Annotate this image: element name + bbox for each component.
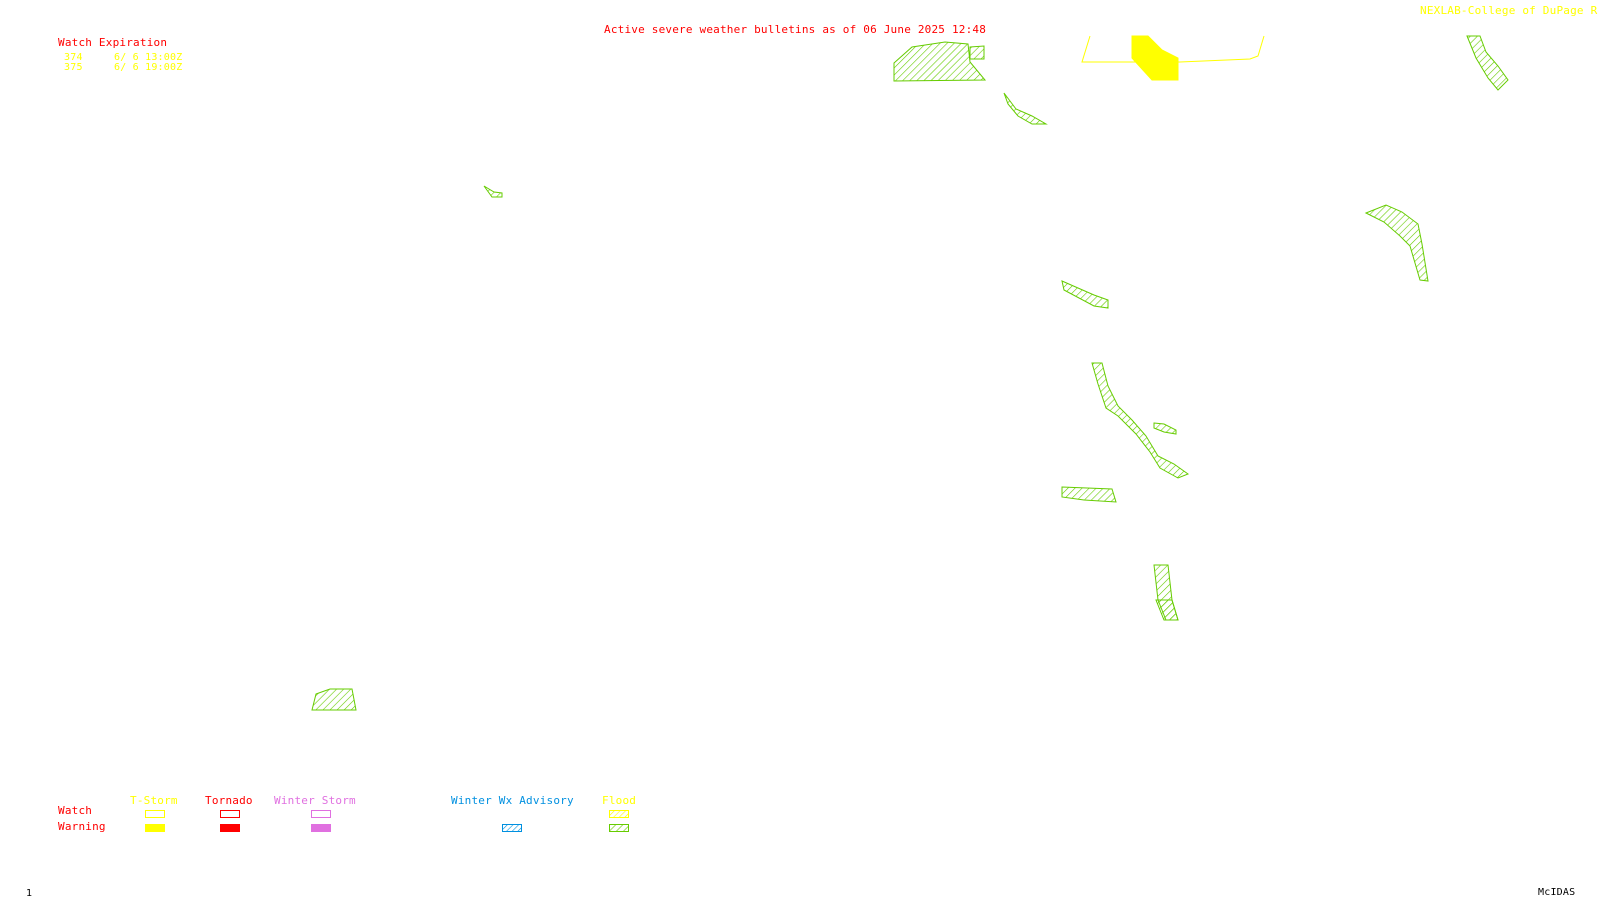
legend-winter-storm-warning-swatch xyxy=(311,824,331,832)
flood-warning-polygon xyxy=(1061,280,1109,309)
legend-tornado-warning-swatch xyxy=(220,824,240,832)
legend-winter-storm-watch-swatch xyxy=(311,810,331,818)
flood-warning-polygons xyxy=(311,35,1509,711)
tstorm-warning-polygon xyxy=(1131,35,1179,81)
legend-tstorm-watch-swatch xyxy=(145,810,165,818)
legend-row-warning: Warning xyxy=(58,820,106,833)
flood-warning-polygon xyxy=(969,45,985,60)
flood-warning-polygon xyxy=(1466,35,1509,91)
legend-winter-advisory-swatch xyxy=(502,824,522,832)
watch-expires: 6/ 6 19:00Z xyxy=(114,62,183,73)
legend-flood-warning-swatch xyxy=(609,824,629,832)
legend-tornado-watch-swatch xyxy=(220,810,240,818)
flood-warning-polygon xyxy=(1155,599,1179,621)
watch-number: 374 xyxy=(64,52,83,63)
legend-tstorm-warning-swatch xyxy=(145,824,165,832)
legend-row-watch: Watch xyxy=(58,804,93,817)
flood-warning-polygon xyxy=(1153,422,1177,435)
flood-warning-polygon xyxy=(1061,486,1117,503)
flood-warning-polygon xyxy=(893,41,987,82)
watch-expires: 6/ 6 13:00Z xyxy=(114,52,183,63)
frame-number: 1 xyxy=(26,888,33,899)
flood-warning-polygon xyxy=(1364,204,1429,282)
page-title: Active severe weather bulletins as of 06… xyxy=(604,23,987,36)
legend-winter-storm-label: Winter Storm xyxy=(274,794,356,807)
tstorm-watch-outline xyxy=(1081,35,1265,63)
credit-label: NEXLAB-College of DuPage R xyxy=(1420,4,1598,17)
legend-tornado-label: Tornado xyxy=(205,794,253,807)
flood-warning-polygon xyxy=(1091,362,1190,479)
software-label: McIDAS xyxy=(1538,887,1576,898)
watch-number: 375 xyxy=(64,62,83,73)
flood-warning-polygon xyxy=(483,185,503,198)
legend-flood-watch-swatch xyxy=(609,810,629,818)
legend-flood-label: Flood xyxy=(602,794,637,807)
legend-tstorm-label: T-Storm xyxy=(130,794,178,807)
flood-warning-polygon xyxy=(1003,92,1048,125)
flood-warning-polygon xyxy=(311,688,357,711)
watch-expiration-heading: Watch Expiration xyxy=(58,36,168,49)
legend-winter-advisory-label: Winter Wx Advisory xyxy=(451,794,574,807)
